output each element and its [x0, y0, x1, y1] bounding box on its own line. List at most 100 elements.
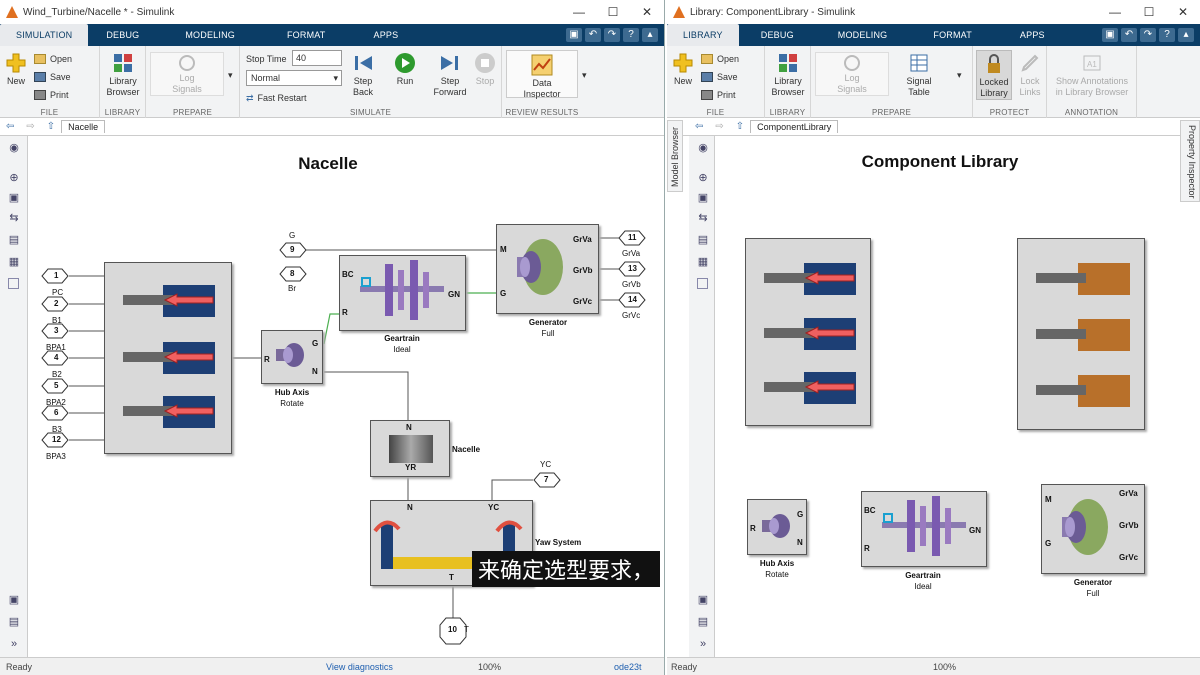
- back-arrow-icon[interactable]: ⇦: [695, 121, 704, 132]
- save-button[interactable]: Save: [34, 70, 71, 84]
- simulation-mode-select[interactable]: Normal▾: [246, 70, 342, 86]
- log-signals-button[interactable]: Log Signals: [150, 52, 224, 96]
- step-forward-button[interactable]: Step Forward: [432, 52, 468, 98]
- collapse-ribbon-icon[interactable]: ▴: [642, 28, 658, 42]
- library-generator-block[interactable]: M G GrVa GrVb GrVc: [1041, 484, 1145, 574]
- fit-view-icon[interactable]: ▣: [697, 192, 709, 204]
- print-button[interactable]: Print: [701, 88, 736, 102]
- area-icon[interactable]: [697, 278, 708, 289]
- library-browser-button[interactable]: Library Browser: [104, 52, 142, 98]
- stop-time-input[interactable]: 40: [292, 50, 342, 66]
- zoom-icon[interactable]: ⊕: [9, 172, 19, 184]
- model-canvas[interactable]: 1 PC 2 B1 3 BPA1 4 B2 5 BPA2 6 B3 12 BPA…: [28, 136, 664, 657]
- properties-icon[interactable]: ▤: [697, 616, 709, 628]
- log-signals-button[interactable]: Log Signals: [815, 52, 889, 96]
- inport-7[interactable]: [533, 472, 561, 488]
- geartrain-block[interactable]: BC R GN: [339, 255, 466, 331]
- expand-palette-icon[interactable]: »: [10, 638, 18, 650]
- inport-4[interactable]: [41, 350, 69, 366]
- hide-show-icon[interactable]: ◉: [9, 142, 19, 154]
- screenshot-icon[interactable]: ▣: [697, 594, 709, 606]
- show-annotations-button[interactable]: A1 Show Annotations in Library Browser: [1049, 52, 1135, 98]
- image-icon[interactable]: ▦: [697, 256, 709, 268]
- minimize-icon[interactable]: —: [573, 5, 585, 19]
- up-arrow-icon[interactable]: ⇧: [735, 121, 745, 132]
- annotation-icon[interactable]: ▤: [697, 234, 709, 246]
- undo-icon[interactable]: ↶: [1121, 28, 1137, 42]
- hide-show-icon[interactable]: ◉: [698, 142, 708, 154]
- tab-debug[interactable]: DEBUG: [760, 30, 794, 40]
- screenshot-icon[interactable]: ▣: [8, 594, 20, 606]
- fit-view-icon[interactable]: ▣: [8, 192, 20, 204]
- undo-icon[interactable]: ↶: [585, 28, 601, 42]
- tab-apps[interactable]: APPS: [1019, 30, 1045, 40]
- help-icon[interactable]: ?: [623, 28, 639, 42]
- breadcrumb-componentlibrary[interactable]: ComponentLibrary: [750, 120, 839, 133]
- annotation-icon[interactable]: ▤: [8, 234, 20, 246]
- redo-icon[interactable]: ↷: [604, 28, 620, 42]
- forward-arrow-icon[interactable]: ⇨: [715, 121, 724, 132]
- inport-12[interactable]: [41, 432, 69, 448]
- model-browser-tab[interactable]: Model Browser: [667, 120, 683, 192]
- generator-block[interactable]: M G GrVa GrVb GrVc: [496, 224, 599, 314]
- property-inspector-tab[interactable]: Property Inspector: [1180, 120, 1200, 202]
- area-icon[interactable]: [8, 278, 19, 289]
- data-inspector-button[interactable]: Data Inspector: [506, 50, 578, 99]
- tab-format[interactable]: FORMAT: [933, 30, 972, 40]
- back-arrow-icon[interactable]: ⇦: [6, 121, 15, 132]
- collapse-ribbon-icon[interactable]: ▴: [1178, 28, 1194, 42]
- review-gallery-dropdown[interactable]: ▾: [582, 69, 587, 80]
- fast-restart-toggle[interactable]: ⇄Fast Restart: [246, 91, 307, 105]
- inport-6[interactable]: [41, 405, 69, 421]
- minimize-icon[interactable]: —: [1109, 5, 1121, 19]
- tab-apps[interactable]: APPS: [373, 30, 399, 40]
- library-pitch-subsystem[interactable]: [745, 238, 871, 426]
- save-quick-icon[interactable]: ▣: [1102, 28, 1118, 42]
- save-quick-icon[interactable]: ▣: [566, 28, 582, 42]
- prepare-gallery-dropdown[interactable]: ▾: [957, 69, 962, 80]
- up-arrow-icon[interactable]: ⇧: [46, 121, 56, 132]
- signal-table-button[interactable]: Signal Table: [897, 52, 941, 98]
- new-button[interactable]: New: [4, 52, 28, 87]
- close-icon[interactable]: ✕: [641, 5, 653, 19]
- tab-modeling[interactable]: MODELING: [185, 30, 235, 40]
- port-10[interactable]: [439, 617, 467, 645]
- expand-palette-icon[interactable]: »: [699, 638, 707, 650]
- open-button[interactable]: Open: [34, 52, 72, 66]
- solver-link[interactable]: ode23t: [614, 662, 642, 672]
- locked-library-button[interactable]: Locked Library: [976, 50, 1012, 100]
- maximize-icon[interactable]: ☐: [607, 5, 619, 19]
- hub-axis-block[interactable]: R G N: [261, 330, 323, 384]
- step-back-button[interactable]: Step Back: [348, 52, 378, 98]
- new-button[interactable]: New: [671, 52, 695, 87]
- redo-icon[interactable]: ↷: [1140, 28, 1156, 42]
- zoom-icon[interactable]: ⊕: [698, 172, 708, 184]
- library-browser-button[interactable]: Library Browser: [769, 52, 807, 98]
- help-icon[interactable]: ?: [1159, 28, 1175, 42]
- open-button[interactable]: Open: [701, 52, 739, 66]
- properties-icon[interactable]: ▤: [8, 616, 20, 628]
- inport-8[interactable]: [279, 266, 307, 282]
- tab-modeling[interactable]: MODELING: [837, 30, 888, 40]
- tab-simulation[interactable]: SIMULATION: [0, 24, 89, 46]
- library-hub-axis-block[interactable]: R G N: [747, 499, 807, 555]
- library-geartrain-block[interactable]: BC R GN: [861, 491, 987, 567]
- inport-2[interactable]: [41, 296, 69, 312]
- outport-11[interactable]: [618, 230, 646, 246]
- save-button[interactable]: Save: [701, 70, 738, 84]
- print-button[interactable]: Print: [34, 88, 69, 102]
- tab-library[interactable]: LIBRARY: [667, 24, 739, 46]
- run-button[interactable]: Run: [390, 52, 420, 87]
- outport-14[interactable]: [618, 292, 646, 308]
- outport-13[interactable]: [618, 261, 646, 277]
- tab-debug[interactable]: DEBUG: [106, 30, 140, 40]
- prepare-gallery-dropdown[interactable]: ▾: [228, 69, 233, 80]
- nacelle-block[interactable]: N YR: [370, 420, 450, 477]
- signal-arrow-icon[interactable]: ⇆: [9, 212, 19, 224]
- inport-3[interactable]: [41, 323, 69, 339]
- breadcrumb-nacelle[interactable]: Nacelle: [61, 120, 106, 133]
- forward-arrow-icon[interactable]: ⇨: [26, 121, 35, 132]
- maximize-icon[interactable]: ☐: [1143, 5, 1155, 19]
- view-diagnostics-link[interactable]: View diagnostics: [326, 662, 393, 672]
